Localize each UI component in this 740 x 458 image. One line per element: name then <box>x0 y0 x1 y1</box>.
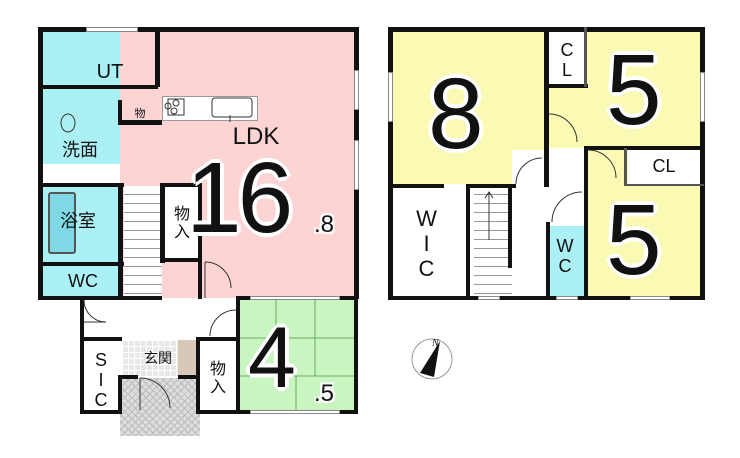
room-bed-5-top <box>586 30 700 148</box>
room-entrance <box>122 340 178 376</box>
room-cl-top <box>548 30 586 86</box>
label-washroom: 洗面 <box>62 140 98 161</box>
bedroom-5-top-size: 5 <box>606 34 662 146</box>
stairs-floor1 <box>124 186 162 296</box>
compass-icon <box>411 338 453 380</box>
label-wic: WIC <box>414 206 439 281</box>
window <box>354 70 359 110</box>
label-storage-entry: 物入 <box>207 360 226 396</box>
window <box>250 296 340 300</box>
room-wic <box>392 186 466 298</box>
ldk-size-decimal: .8 <box>314 211 335 238</box>
window <box>250 410 340 414</box>
bathtub <box>48 192 76 254</box>
window <box>700 72 705 122</box>
window <box>630 296 670 300</box>
window <box>354 140 359 190</box>
label-ldk: LDK <box>232 123 280 150</box>
ldk-size-integer: 16 <box>186 142 293 254</box>
stairs-floor2 <box>474 186 512 296</box>
label-cl-top: CL <box>557 40 577 80</box>
room-cl-right <box>628 150 700 184</box>
window <box>388 72 393 122</box>
label-sic: SIC <box>91 350 111 410</box>
room-wc <box>42 265 120 297</box>
label-storage-stairs: 物入 <box>171 205 190 241</box>
window <box>556 296 578 300</box>
japanese-room-size-decimal: .5 <box>314 380 335 407</box>
compass-north-label: N <box>432 338 439 349</box>
label-bath: 浴室 <box>60 211 96 232</box>
window <box>478 296 500 300</box>
bedroom-8-size: 8 <box>428 58 484 170</box>
room-storage-entry <box>200 340 238 412</box>
room-wc-floor2 <box>550 226 584 296</box>
label-storage-small: 物 <box>134 107 146 120</box>
hallway <box>82 298 240 336</box>
label-wc: WC <box>68 271 98 291</box>
compass: N <box>410 337 454 381</box>
label-cl-right: CL <box>652 156 676 176</box>
tatami-lines <box>238 300 354 412</box>
label-wc-floor2: WC <box>555 236 575 276</box>
label-entrance: 玄関 <box>144 351 172 367</box>
room-bed-5-top-nook <box>548 86 588 148</box>
label-ut: UT <box>96 61 124 83</box>
porch <box>120 378 200 436</box>
room-sic <box>82 340 120 412</box>
bedroom-5-bottom-size: 5 <box>606 184 662 296</box>
window <box>86 27 138 32</box>
room-storage-stairs <box>162 186 200 260</box>
japanese-room-size-integer: 4 <box>248 310 296 406</box>
room-washroom <box>42 87 120 164</box>
entrance-step <box>178 340 196 376</box>
